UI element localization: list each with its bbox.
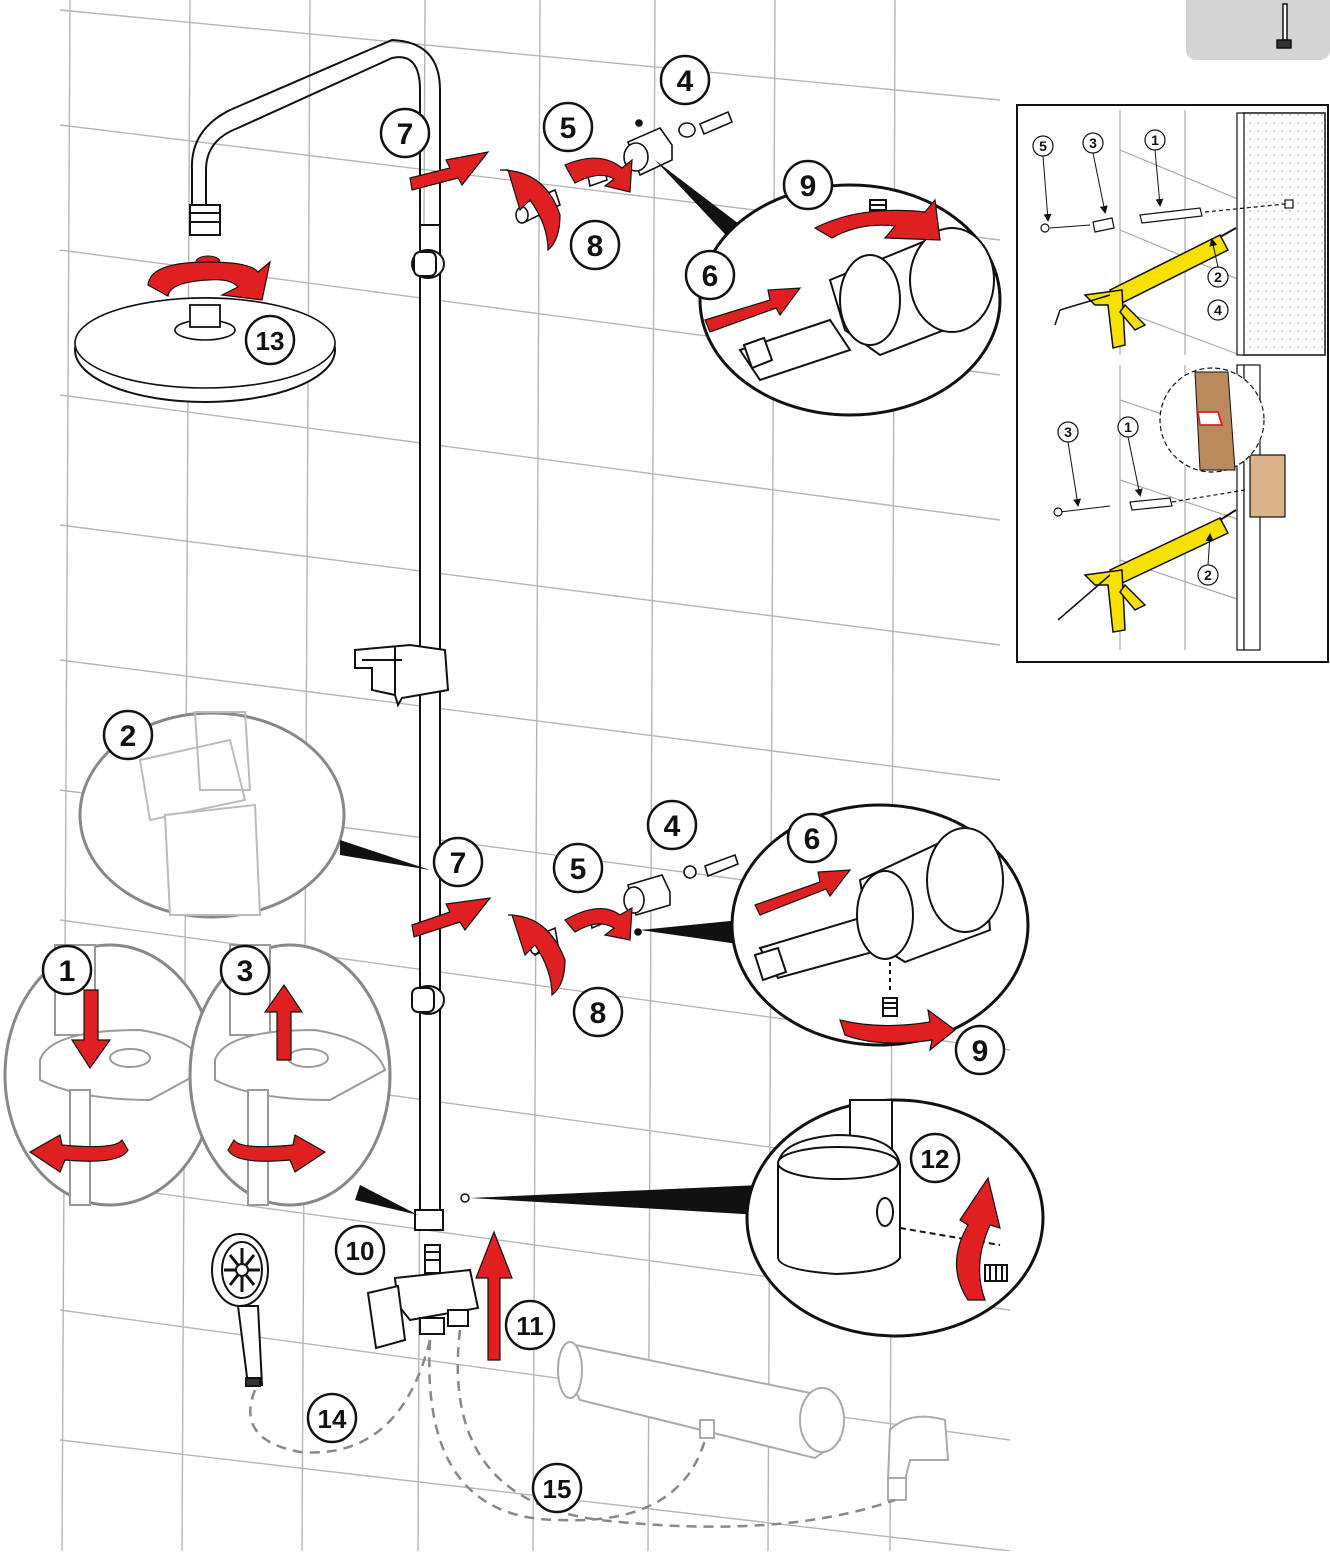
step-10: 10 (334, 1224, 386, 1276)
svg-text:5: 5 (570, 853, 587, 886)
hand-shower-icon (211, 1233, 269, 1387)
zoom-slider-lock (188, 943, 418, 1215)
hand-shower-holder (354, 643, 450, 708)
step-6a: 6 (684, 249, 736, 301)
upper-bracket-parts (515, 110, 734, 224)
svg-text:9: 9 (800, 170, 817, 203)
svg-text:4: 4 (664, 810, 681, 843)
svg-text:6: 6 (702, 260, 719, 293)
step-6b: 6 (786, 812, 838, 864)
push-arrow-11 (475, 1230, 513, 1361)
svg-text:2: 2 (1214, 269, 1222, 285)
step-5b: 5 (552, 842, 604, 894)
svg-text:5: 5 (560, 112, 577, 145)
step-13: 13 (244, 314, 296, 366)
svg-text:3: 3 (1064, 424, 1072, 440)
step-5a: 5 (542, 101, 594, 153)
svg-text:1: 1 (59, 955, 76, 988)
zoom-rail-cut (78, 711, 430, 919)
step-9a: 9 (782, 159, 834, 211)
inset-wood-wall: 3 1 2 (1053, 364, 1286, 651)
step-7a: 7 (379, 107, 431, 159)
svg-text:4: 4 (677, 65, 694, 98)
svg-text:2: 2 (1204, 567, 1212, 583)
svg-text:10: 10 (346, 1236, 375, 1266)
svg-text:2: 2 (120, 720, 137, 753)
push-arrow-7a (409, 151, 490, 191)
svg-text:8: 8 (590, 997, 607, 1030)
svg-text:14: 14 (318, 1404, 347, 1434)
zoom-slider-release (3, 943, 217, 1207)
zoom-upper-bracket (698, 183, 1002, 417)
rotate-arrow-8a (499, 169, 561, 252)
svg-text:11: 11 (516, 1311, 544, 1341)
pointer-12 (470, 1185, 760, 1215)
thermostat-mixer (557, 1341, 845, 1460)
step-4b: 4 (646, 799, 698, 851)
push-arrow-7b (411, 897, 492, 938)
wall-elbow (886, 1415, 950, 1501)
svg-text:7: 7 (450, 847, 467, 880)
step-2: 2 (102, 709, 154, 761)
step-1: 1 (41, 944, 93, 996)
svg-text:3: 3 (1089, 135, 1097, 151)
rotate-arrow-13 (147, 260, 271, 301)
inset-tile-wall: 5 3 1 2 4 (1032, 110, 1326, 356)
step-14: 14 (306, 1392, 358, 1444)
zoom-lower-bracket (730, 803, 1030, 1052)
step-number-markers: 1 2 3 4 4 5 5 6 6 7 7 8 8 9 9 10 11 12 1… (41, 54, 1006, 1514)
hose-paths (249, 1329, 896, 1528)
step-4a: 4 (659, 54, 711, 106)
step-7b: 7 (432, 836, 484, 888)
svg-text:6: 6 (804, 823, 821, 856)
step-8b: 8 (572, 986, 624, 1038)
zoom-set-screw (745, 1098, 1045, 1338)
rotate-arrow-5a (564, 157, 633, 193)
step-15: 15 (531, 1462, 583, 1514)
shower-arm (189, 38, 441, 236)
riser-rail (411, 224, 445, 1231)
svg-text:12: 12 (921, 1144, 950, 1174)
diverter-valve (366, 1244, 480, 1350)
inset-panel: 5 3 1 2 4 (1016, 104, 1329, 663)
caulking-gun-icon (1054, 227, 1237, 349)
corner-tab (1186, 0, 1330, 60)
step-3: 3 (219, 944, 271, 996)
svg-text:1: 1 (1151, 132, 1159, 148)
svg-text:1: 1 (1124, 419, 1132, 435)
step-11: 11 (504, 1299, 556, 1351)
svg-text:9: 9 (972, 1035, 989, 1068)
pointer-6b (640, 920, 745, 945)
rotate-arrow-5b (564, 906, 633, 941)
rotate-arrow-8b (507, 914, 566, 997)
svg-text:7: 7 (397, 118, 414, 151)
step-8a: 8 (569, 219, 621, 271)
svg-text:3: 3 (237, 955, 254, 988)
step-9b: 9 (954, 1024, 1006, 1076)
shower-mini-icon (1276, 3, 1292, 49)
svg-text:15: 15 (543, 1474, 572, 1504)
step-12: 12 (909, 1132, 961, 1184)
svg-text:5: 5 (1039, 138, 1047, 154)
svg-text:8: 8 (587, 230, 604, 263)
svg-text:4: 4 (1214, 302, 1222, 318)
svg-text:13: 13 (256, 326, 285, 356)
